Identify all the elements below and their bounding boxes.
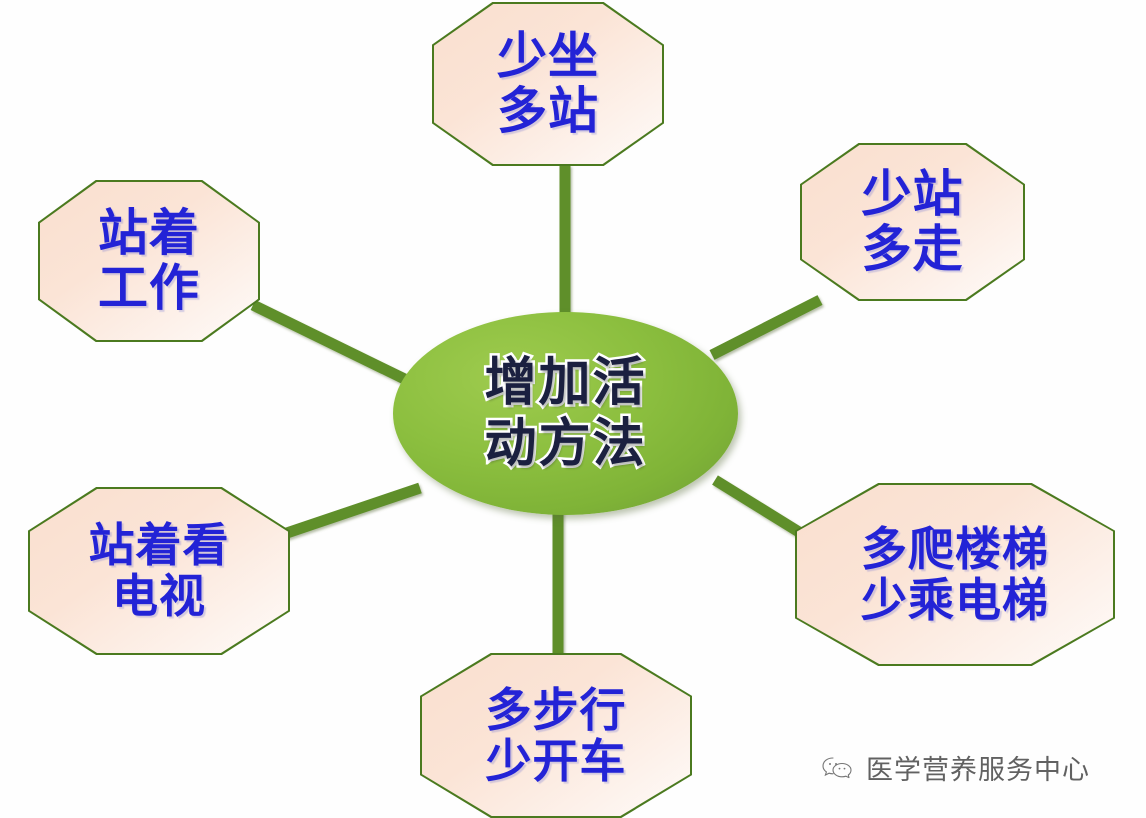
center-label-line-2: 动方法 [482, 413, 647, 474]
wechat-icon [822, 756, 852, 778]
watermark: 医学营养服务中心 [820, 748, 1090, 787]
node-top[interactable]: 少坐 多站 [432, 2, 664, 166]
node-top-left[interactable]: 站着 工作 [38, 180, 260, 342]
center-node[interactable]: 增加活 动方法 [393, 312, 738, 515]
center-ellipse-shape [393, 312, 738, 515]
node-bottom-label: 多步行 少开车 [486, 685, 627, 786]
node-bottom-right-label-line-2: 少乘电梯 [861, 572, 1049, 627]
connector-top-right [709, 295, 823, 360]
node-top-right-label-line-1: 少站 [861, 165, 964, 223]
node-bottom-right[interactable]: 多爬楼梯 少乘电梯 [795, 483, 1115, 666]
node-top-left-fill [40, 182, 258, 340]
node-top-label: 少坐 多站 [497, 29, 599, 139]
node-top-left-label-line-1: 站着 [98, 204, 200, 262]
node-top-right-fill [802, 145, 1023, 299]
node-top-right-label: 少站 多走 [862, 167, 964, 277]
node-bottom-right-label-line-1: 多爬楼梯 [861, 521, 1049, 576]
node-top-left-label: 站着 工作 [98, 206, 200, 316]
connector-top-left [250, 300, 426, 393]
node-bottom-left-label-line-2: 电视 [112, 569, 206, 623]
node-bottom[interactable]: 多步行 少开车 [420, 653, 692, 818]
node-bottom-right-label: 多爬楼梯 少乘电梯 [861, 524, 1049, 625]
node-top-fill [434, 4, 662, 164]
watermark-text: 医学营养服务中心 [866, 755, 1090, 786]
node-bottom-label-line-2: 少开车 [485, 733, 627, 788]
node-top-left-label-line-2: 工作 [98, 259, 200, 317]
node-top-right-label-line-2: 多走 [861, 220, 964, 278]
node-bottom-fill [422, 655, 690, 816]
node-bottom-left-label-line-1: 站着看 [88, 518, 230, 573]
center-label-line-1: 增加活 [482, 353, 647, 414]
node-top-right[interactable]: 少站 多走 [800, 143, 1025, 301]
connector-bottom-left [270, 482, 422, 544]
node-bottom-left[interactable]: 站着看 电视 [28, 487, 290, 655]
node-bottom-label-line-1: 多步行 [485, 682, 627, 737]
node-top-label-line-1: 少坐 [497, 27, 599, 85]
node-bottom-right-fill [797, 485, 1113, 664]
node-bottom-left-fill [30, 489, 288, 653]
node-bottom-left-label: 站着看 电视 [89, 520, 230, 621]
node-top-label-line-2: 多站 [497, 82, 599, 140]
center-node-label: 增加活 动方法 [393, 312, 738, 515]
